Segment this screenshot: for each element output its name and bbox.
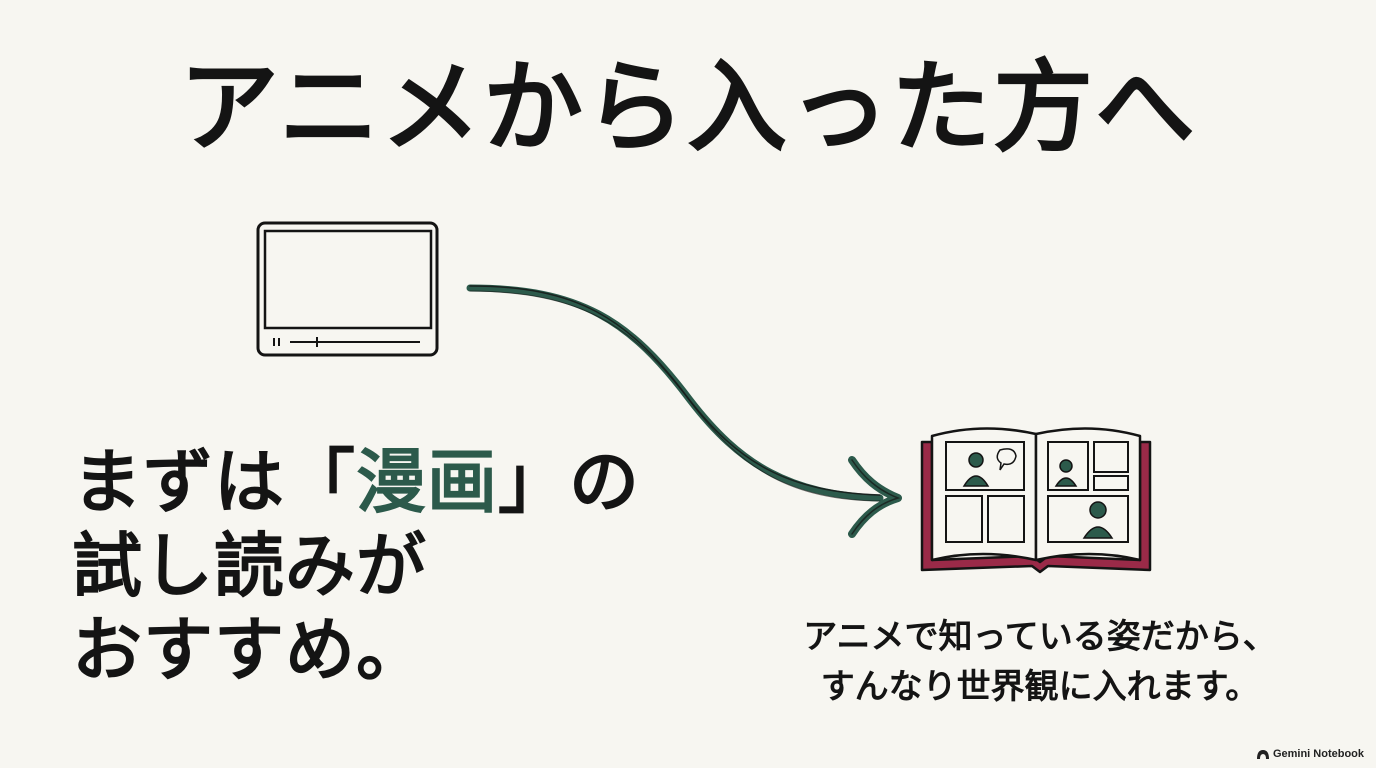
book-caption: アニメで知っている姿だから、 すんなり世界観に入れます。: [760, 612, 1320, 712]
caption-line-2: すんなり世界観に入れます。: [820, 667, 1260, 707]
tv-player-icon: [255, 220, 441, 364]
lead-line-2: 試し読みが: [72, 525, 427, 607]
lead-accent-manga: 漫画: [356, 441, 498, 523]
lead-text: まずは: [72, 441, 285, 523]
lead-line-1: まずは「漫画」の: [72, 440, 640, 524]
lead-line-3: おすすめ。: [72, 609, 427, 691]
lead-message: まずは「漫画」の 試し読みが おすすめ。: [72, 440, 640, 692]
lead-text: の: [569, 441, 640, 523]
caption-line-1: アニメで知っている姿だから、: [803, 617, 1277, 657]
curved-arrow: [460, 280, 910, 544]
bracket-open: 「: [285, 441, 356, 523]
notebook-logo-icon: [1256, 749, 1269, 759]
brand-footer: Gemini Notebook: [1256, 748, 1364, 760]
page-title: アニメから入った方へ: [179, 48, 1197, 166]
brand-label: Gemini Notebook: [1272, 748, 1364, 760]
open-manga-book-icon: [918, 420, 1154, 584]
bracket-close: 」: [498, 441, 569, 523]
